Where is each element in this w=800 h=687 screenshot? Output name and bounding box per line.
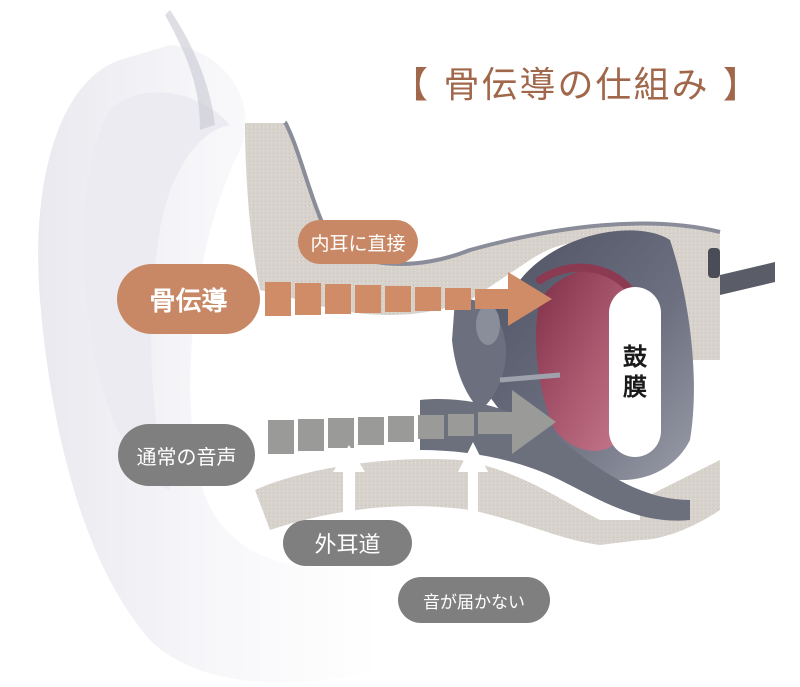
bone-conduction-arrow (265, 272, 552, 326)
diagram-title: 【 骨伝導の仕組み 】 (392, 65, 761, 106)
normal-sound-arrow (268, 390, 556, 454)
label-eardrum: 鼓 膜 (609, 287, 661, 457)
headphone-transducer (708, 248, 720, 278)
label-bone-conduction: 骨伝導 (117, 264, 260, 334)
up-arrow-sound-blocked (458, 442, 488, 580)
label-eardrum-char-1: 鼓 (623, 343, 647, 371)
label-sound-not-reach: 音が届かない (398, 577, 550, 623)
label-ear-canal: 外耳道 (283, 520, 412, 566)
pinna (38, 10, 381, 683)
headphone-cable (720, 262, 775, 295)
label-eardrum-char-2: 膜 (623, 373, 647, 401)
label-direct-to-inner-ear: 内耳に直接 (298, 220, 418, 264)
label-normal-sound: 通常の音声 (118, 424, 255, 486)
ossicles (452, 299, 561, 410)
